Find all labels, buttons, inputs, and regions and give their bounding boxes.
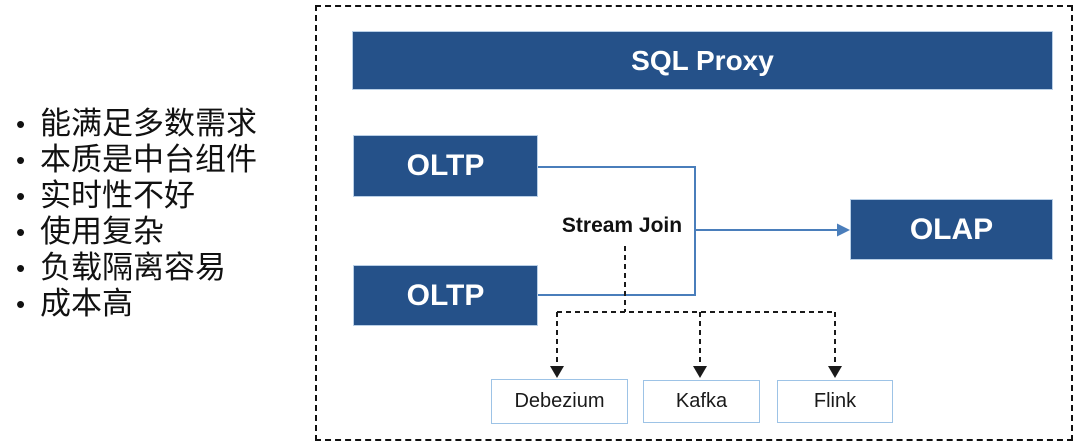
stream-join-label: Stream Join [561,214,683,237]
sql-proxy-label: SQL Proxy [631,44,774,76]
olap-node: OLAP [850,199,1053,260]
tool-label-flink: Flink [813,390,857,412]
note-item: 成本高 [16,286,257,322]
oltp-top-label: OLTP [406,149,485,182]
tool-node-debezium: Debezium [491,379,628,424]
notes-list: 能满足多数需求 本质是中台组件 实时性不好 使用复杂 负载隔离容易 成本高 [16,106,257,322]
tool-label-kafka: Kafka [675,390,728,412]
note-item: 能满足多数需求 [16,106,257,142]
sql-proxy-node: SQL Proxy [352,31,1053,90]
note-item: 本质是中台组件 [16,142,257,178]
diagram-dashed-frame [315,5,1073,441]
tool-node-flink: Flink [777,380,893,423]
olap-label: OLAP [909,212,994,246]
tool-label-debezium: Debezium [514,390,605,412]
oltp-bottom-node: OLTP [353,265,538,326]
note-item: 负载隔离容易 [16,250,257,286]
tool-node-kafka: Kafka [643,380,760,423]
oltp-top-node: OLTP [353,135,538,197]
note-item: 使用复杂 [16,214,257,250]
oltp-bottom-label: OLTP [406,278,485,312]
note-item: 实时性不好 [16,178,257,214]
